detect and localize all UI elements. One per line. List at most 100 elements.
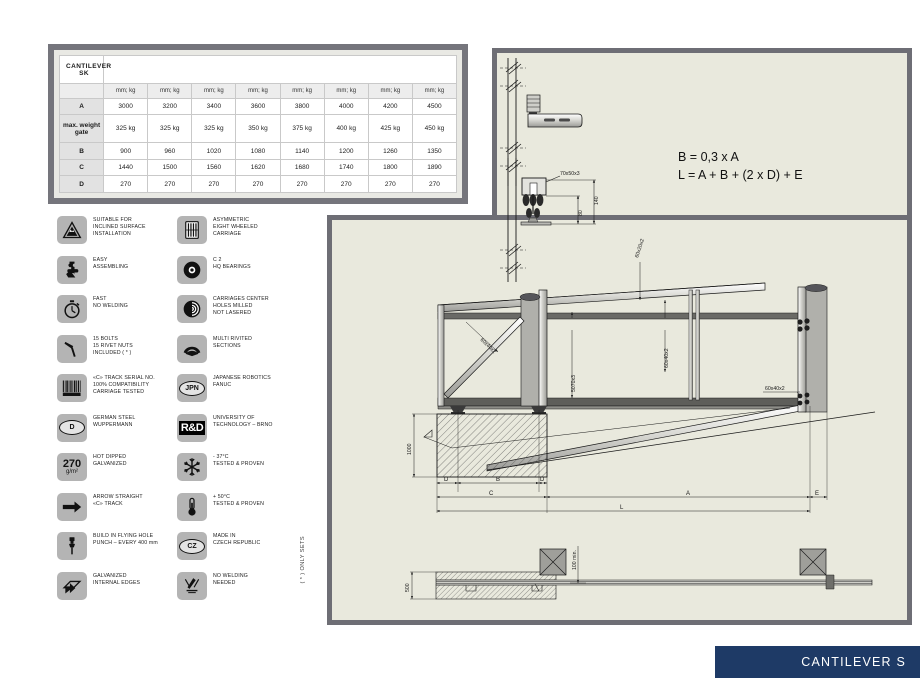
feature-label-line: 15 BOLTS xyxy=(93,335,119,342)
feature-label-line: MADE IN xyxy=(213,533,236,539)
spec-table-unit-header: mm; kg xyxy=(235,83,281,99)
spec-cell-r1-c7: 450 kg xyxy=(411,114,458,144)
feature-label-line: GERMAN STEEL xyxy=(93,414,136,421)
spec-cell-r2-c5: 1200 xyxy=(323,142,369,160)
spec-cell-r4-c0: 270 xyxy=(103,175,149,193)
spec-row-label-2: B xyxy=(58,142,105,160)
snowflake-icon xyxy=(177,453,207,481)
feature-label-line: «C» TRACK SERIAL NO. xyxy=(93,375,155,381)
rd-badge-text: R&D xyxy=(178,420,206,435)
feature-label-line: HQ BEARINGS xyxy=(213,263,251,270)
feature-label-line: EASY xyxy=(93,256,108,263)
country-badge-text: JPN xyxy=(179,380,205,396)
spec-cell-r2-c4: 1140 xyxy=(279,142,325,160)
spec-row-label-1: max. weight gate xyxy=(58,114,105,144)
spec-cell-r1-c3: 350 kg xyxy=(235,114,281,144)
main-drawing-panel xyxy=(327,215,912,625)
spec-row-label-0: A xyxy=(58,97,105,116)
feature-label-line: BUILD IN FLYING HOLE xyxy=(93,533,154,539)
feature-label-line: CARRIAGE xyxy=(213,231,242,238)
feature-label-line: FANUC xyxy=(213,382,232,389)
feature-label-line: SUITABLE FOR xyxy=(93,217,132,223)
feature-label-line: NEEDED xyxy=(213,579,236,586)
spec-cell-r0-c0: 3000 xyxy=(103,97,149,116)
panel-seam xyxy=(497,222,907,236)
galvanized-edges-icon xyxy=(57,571,87,600)
milled-holes-icon xyxy=(177,295,207,323)
feature-label-line: TESTED & PROVEN xyxy=(213,461,264,468)
feature-item: ARROW STRAIGHT«C» TRACK xyxy=(57,492,179,523)
spec-cell-r2-c0: 900 xyxy=(103,142,149,160)
feature-label-line: JAPANESE ROBOTICS xyxy=(213,375,271,381)
spec-cell-r4-c4: 270 xyxy=(279,175,325,193)
feature-label-line: HOLES MILLED xyxy=(213,303,253,310)
spec-cell-r2-c3: 1080 xyxy=(235,142,281,160)
spec-cell-r4-c3: 270 xyxy=(235,175,281,193)
spec-cell-r0-c4: 3800 xyxy=(279,97,325,116)
spec-cell-r1-c6: 425 kg xyxy=(367,114,413,144)
spec-cell-r1-c4: 375 kg xyxy=(279,114,325,144)
thermometer-icon xyxy=(177,492,207,521)
title-bar: CANTILEVER S xyxy=(715,646,920,678)
inclined-surface-icon xyxy=(57,216,87,244)
feature-label-line: TECHNOLOGY – BRNO xyxy=(213,421,273,428)
feature-label-line: UNIVERSITY OF xyxy=(213,414,255,421)
spec-cell-r3-c0: 1440 xyxy=(103,158,149,177)
spec-table-unit-header: mm; kg xyxy=(367,83,413,99)
spec-cell-r0-c2: 3400 xyxy=(191,97,237,116)
detail-drawing-panel xyxy=(492,48,912,230)
feature-label-line: INCLUDED ( * ) xyxy=(93,349,132,356)
spec-cell-r4-c1: 270 xyxy=(147,175,193,193)
no-welding-icon xyxy=(177,571,207,600)
footnote-only-sets: ( * ) ONLY SETS xyxy=(300,536,306,584)
feature-label-line: C 2 xyxy=(213,256,222,263)
spec-table-title: CANTILEVER SK xyxy=(58,54,111,85)
feature-label-line: NO WELDING xyxy=(93,303,128,310)
spec-table-title-row: CANTILEVER SK xyxy=(58,54,457,85)
spec-cell-r4-c5: 270 xyxy=(323,175,369,193)
spec-cell-r3-c4: 1680 xyxy=(279,158,325,177)
spec-cell-r4-c2: 270 xyxy=(191,175,237,193)
feature-label-line: 15 RIVET NUTS xyxy=(93,342,133,349)
spec-cell-r0-c1: 3200 xyxy=(147,97,193,116)
formula-b: B = 0,3 x A xyxy=(678,150,739,164)
feature-label-line: FAST xyxy=(93,296,107,302)
spec-table-unit-header: mm; kg xyxy=(411,83,458,99)
bearing-icon xyxy=(177,255,207,284)
spec-cell-r0-c6: 4200 xyxy=(367,97,413,116)
eight-wheel-carriage-icon xyxy=(177,216,207,244)
spec-table-unit-header: mm; kg xyxy=(323,83,369,99)
spec-cell-r1-c5: 400 kg xyxy=(323,114,369,144)
spec-cell-r4-c7: 270 xyxy=(411,175,458,193)
feature-label-line: INSTALLATION xyxy=(93,231,131,238)
spec-cell-r4-c6: 270 xyxy=(367,175,413,193)
feature-label: ARROW STRAIGHT«C» TRACK xyxy=(93,493,143,508)
spec-table-unit-header: mm; kg xyxy=(279,83,325,99)
hole-punch-icon xyxy=(57,532,87,560)
spec-cell-r3-c3: 1620 xyxy=(235,158,281,177)
spec-cell-r0-c7: 4500 xyxy=(411,97,458,116)
feature-label-line: - 37°C xyxy=(213,454,229,460)
spec-cell-r1-c1: 325 kg xyxy=(147,114,193,144)
